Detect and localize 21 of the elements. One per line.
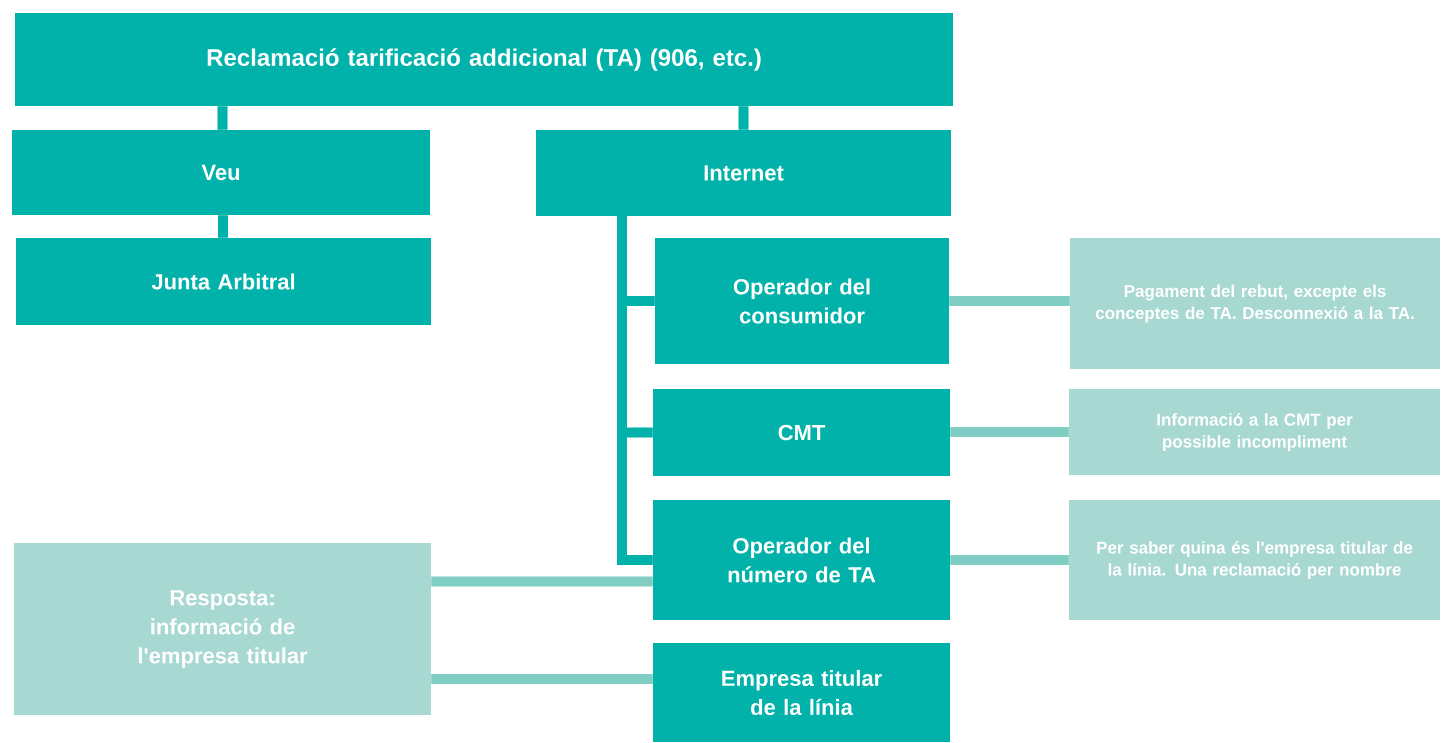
connector bbox=[950, 555, 1069, 565]
process-box: Operador del consumidor bbox=[655, 238, 949, 364]
connector bbox=[218, 215, 228, 238]
title-box: Reclamació tarificació addicional (TA) (906, etc.) bbox=[15, 13, 953, 106]
process-box: Junta Arbitral bbox=[16, 238, 431, 325]
connector bbox=[738, 106, 749, 130]
connector bbox=[617, 216, 653, 565]
connector bbox=[949, 296, 1070, 306]
process-box: Empresa titular de la línia bbox=[653, 643, 950, 742]
note-box: Informació a la CMT per possible incompliment bbox=[1069, 389, 1440, 475]
category-box: Veu bbox=[12, 130, 430, 215]
note-box: Resposta: informació de l'empresa titular bbox=[14, 543, 431, 715]
connector bbox=[431, 674, 653, 684]
process-box: CMT bbox=[653, 389, 950, 476]
note-box: Per saber quina és l'empresa titular de la línia. Una reclamació per nombre bbox=[1069, 500, 1440, 620]
connector bbox=[950, 427, 1069, 437]
category-box: Internet bbox=[536, 130, 951, 216]
process-box: Operador del número de TA bbox=[653, 500, 950, 620]
connector bbox=[431, 576, 653, 587]
connector bbox=[217, 106, 228, 130]
note-box: Pagament del rebut, excepte els conceptes de TA. Desconnexió a la TA. bbox=[1070, 238, 1440, 369]
